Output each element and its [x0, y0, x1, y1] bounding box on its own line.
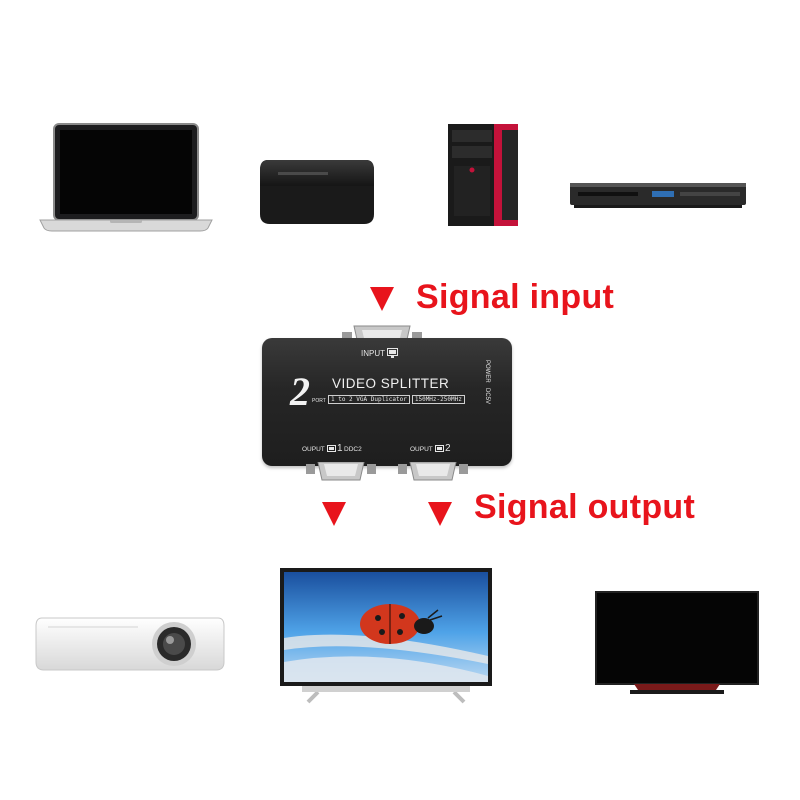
output1-monitor-icon	[327, 445, 336, 452]
desktop-tower-image	[448, 124, 518, 226]
monitor-image	[595, 591, 759, 694]
monitor-icon	[387, 348, 398, 358]
brand-numeral: 2	[290, 369, 310, 414]
signal-output-arrow-left-icon	[322, 502, 346, 526]
laptop-image	[39, 123, 213, 232]
subtitle-right: 150MHz-250MHz	[411, 395, 465, 404]
splitter-body	[262, 338, 512, 466]
device-title: VIDEO SPLITTER	[332, 376, 450, 391]
side-dc-label: DC5V	[484, 388, 490, 405]
signal-input-arrow-icon	[370, 287, 394, 311]
output2-vga-port	[398, 462, 468, 481]
ddc-label: DDC2	[344, 446, 362, 453]
port-word: PORT	[312, 398, 326, 404]
input-label: INPUT	[361, 349, 385, 358]
output2-monitor-icon	[435, 445, 444, 452]
output1-vga-port	[306, 462, 376, 481]
side-power-label: POWER	[484, 360, 490, 383]
tv-box-image	[260, 160, 374, 224]
signal-input-label: Signal input	[416, 278, 615, 316]
lcd-tv-image	[280, 568, 492, 704]
device-subtitle: 1 to 2 VGA Duplicator 150MHz-250MHz	[328, 395, 465, 404]
signal-output-arrow-right-icon	[428, 502, 452, 526]
dvd-player-image	[570, 183, 746, 208]
output2-label: OUPUT	[410, 446, 433, 453]
output2-num: 2	[445, 443, 451, 454]
output1-label: OUPUT	[302, 446, 325, 453]
signal-output-label: Signal output	[474, 488, 696, 526]
output1-num: 1	[337, 443, 343, 454]
projector-image	[35, 617, 225, 671]
video-splitter-device: INPUT 2 PORT VIDEO SPLITTER 1 to 2 VGA D…	[262, 322, 512, 492]
subtitle-left: 1 to 2 VGA Duplicator	[328, 395, 410, 404]
